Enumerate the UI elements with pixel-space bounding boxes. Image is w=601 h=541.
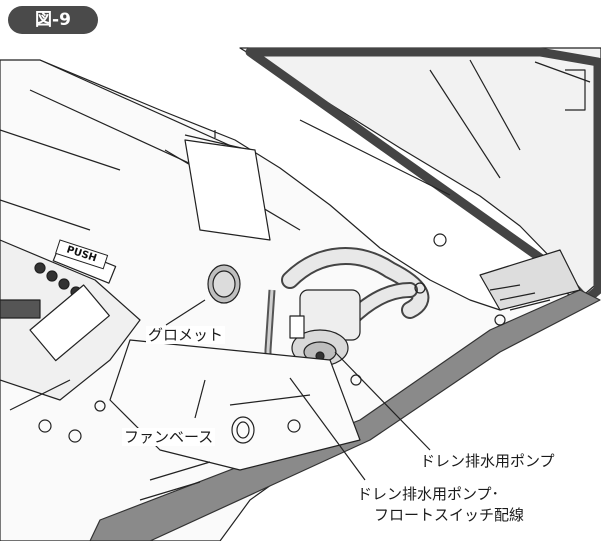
- frame-rim: [89, 249, 601, 541]
- leader-lines: [165, 299, 431, 481]
- figure-number-badge: 図-9: [8, 6, 98, 34]
- push-tag: PUSH: [55, 239, 109, 270]
- grommet: [207, 264, 241, 304]
- control-board: [0, 239, 141, 443]
- label-wiring-line1: ドレン排水用ポンプ･: [355, 485, 502, 503]
- label-fan-base: ファンベース: [122, 428, 216, 446]
- label-drain-pump: ドレン排水用ポンプ: [418, 452, 557, 470]
- label-wiring-line2: フロートスイッチ配線: [372, 506, 527, 524]
- label-grommet: グロメット: [146, 326, 226, 344]
